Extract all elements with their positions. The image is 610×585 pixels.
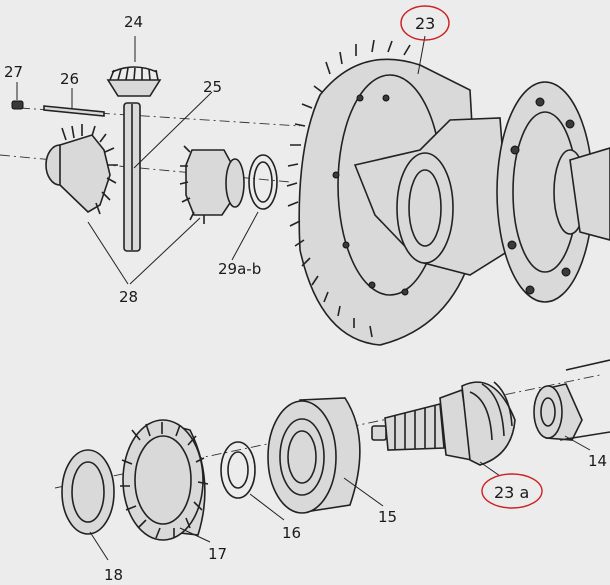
label-18: 18 [104,566,123,584]
label-15: 15 [378,508,397,526]
label-25: 25 [203,78,222,96]
lower-axis-line [54,374,601,489]
thrust-washer-29 [248,154,278,210]
lock-pin-27 [11,100,24,110]
leader-18 [89,531,109,561]
leader-16 [249,493,285,521]
bevel-pinion-24 [106,66,162,97]
roller-bearing-15 [267,397,361,514]
side-gear-28 [45,124,118,215]
label-24: 24 [124,13,143,31]
label-29a-b: 29a-b [218,260,261,278]
seal-ring-18 [61,449,115,535]
highlight-circle-23 [400,5,450,41]
leader-17 [179,527,211,543]
leader-23a [479,461,501,477]
planet-gear-29 [179,145,245,224]
shim-washer-16 [220,441,256,499]
differential-axis-line [0,154,291,183]
leader-29 [231,211,259,261]
shaft-pin-26 [43,105,105,117]
label-23: 23 [415,14,435,33]
label-26: 26 [60,70,79,88]
label-28: 28 [119,288,138,306]
leader-14 [564,435,591,451]
leader-28a [87,221,129,285]
leader-28b [129,217,201,285]
pinion-bearing-14 [533,359,610,441]
drive-pinion-23a [371,381,516,466]
label-23a: 23 a [494,483,529,502]
highlight-circle-23a [481,473,543,509]
label-17: 17 [208,545,227,563]
taper-bearing-17 [120,419,209,541]
leader-23 [417,35,426,75]
leader-25 [133,91,213,169]
cross-shaft-25 [123,102,141,252]
label-27: 27 [4,63,23,81]
label-16: 16 [282,524,301,542]
differential-case-23 [353,81,610,303]
label-14: 14 [588,452,607,470]
leader-15 [343,477,384,507]
